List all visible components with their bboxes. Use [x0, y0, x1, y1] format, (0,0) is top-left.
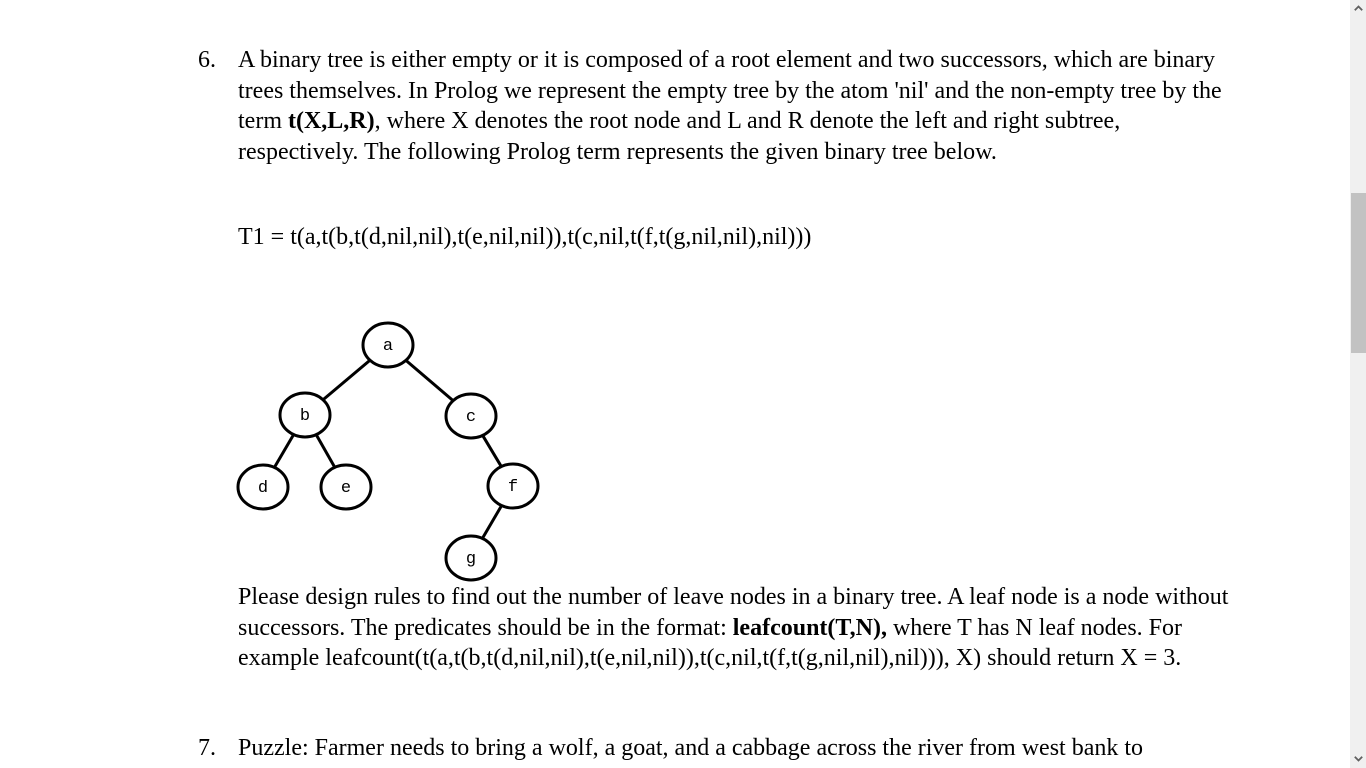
list-number: 6.: [198, 47, 216, 73]
vertical-scrollbar[interactable]: [1350, 0, 1366, 768]
tree-node-label: e: [341, 479, 351, 498]
task-predicate-bold: leafcount(T,N),: [732, 614, 887, 641]
chevron-down-icon: [1353, 754, 1363, 765]
scroll-thumb[interactable]: [1351, 193, 1366, 353]
tree-node-label: g: [466, 550, 476, 569]
tree-node-d: d: [236, 463, 290, 511]
item-intro-paragraph: A binary tree is either empty or it is c…: [238, 45, 1243, 167]
tree-node-e: e: [319, 463, 373, 511]
intro-term-bold: t(X,L,R): [287, 108, 375, 134]
intro-text-1: A binary tree is either empty or it is c…: [238, 47, 1222, 134]
tree-svg: a b c d e f g: [236, 321, 540, 582]
chevron-up-icon: [1353, 3, 1363, 14]
task-text-2: where T has N leaf nodes. For example le…: [238, 614, 1183, 672]
tree-node-label: f: [508, 478, 518, 497]
tree-node-label: a: [383, 337, 393, 356]
binary-tree-diagram: a b c d e f g: [230, 315, 550, 590]
tree-edge-a-b: [322, 359, 371, 401]
tree-edge-c-f: [481, 434, 503, 468]
tree-node-a: a: [361, 321, 415, 369]
tree-edge-a-c: [404, 359, 455, 402]
intro-text-2: , where X denotes the root node and L an…: [238, 108, 1121, 165]
item-7-text: Puzzle: Farmer needs to bring a wolf, a …: [238, 735, 1144, 761]
task-text-1: Please design rules to find out the numb…: [238, 584, 1229, 641]
tree-node-b: b: [278, 391, 332, 439]
tree-edge-b-d: [273, 433, 295, 469]
tree-node-f: f: [486, 462, 540, 510]
tree-node-label: d: [258, 479, 268, 498]
tree-node-label: c: [466, 408, 476, 427]
tree-node-g: g: [444, 534, 498, 582]
scroll-up-button[interactable]: [1350, 0, 1366, 17]
list-number: 7.: [198, 735, 216, 761]
tree-edge-f-g: [481, 504, 503, 540]
tree-node-label: b: [300, 407, 310, 426]
task-paragraph: Please design rules to find out the numb…: [238, 582, 1243, 674]
scroll-down-button[interactable]: [1350, 751, 1366, 768]
tree-edge-b-e: [314, 433, 337, 469]
prolog-term: T1 = t(a,t(b,t(d,nil,nil),t(e,nil,nil)),…: [238, 224, 812, 250]
tree-node-c: c: [444, 392, 498, 440]
